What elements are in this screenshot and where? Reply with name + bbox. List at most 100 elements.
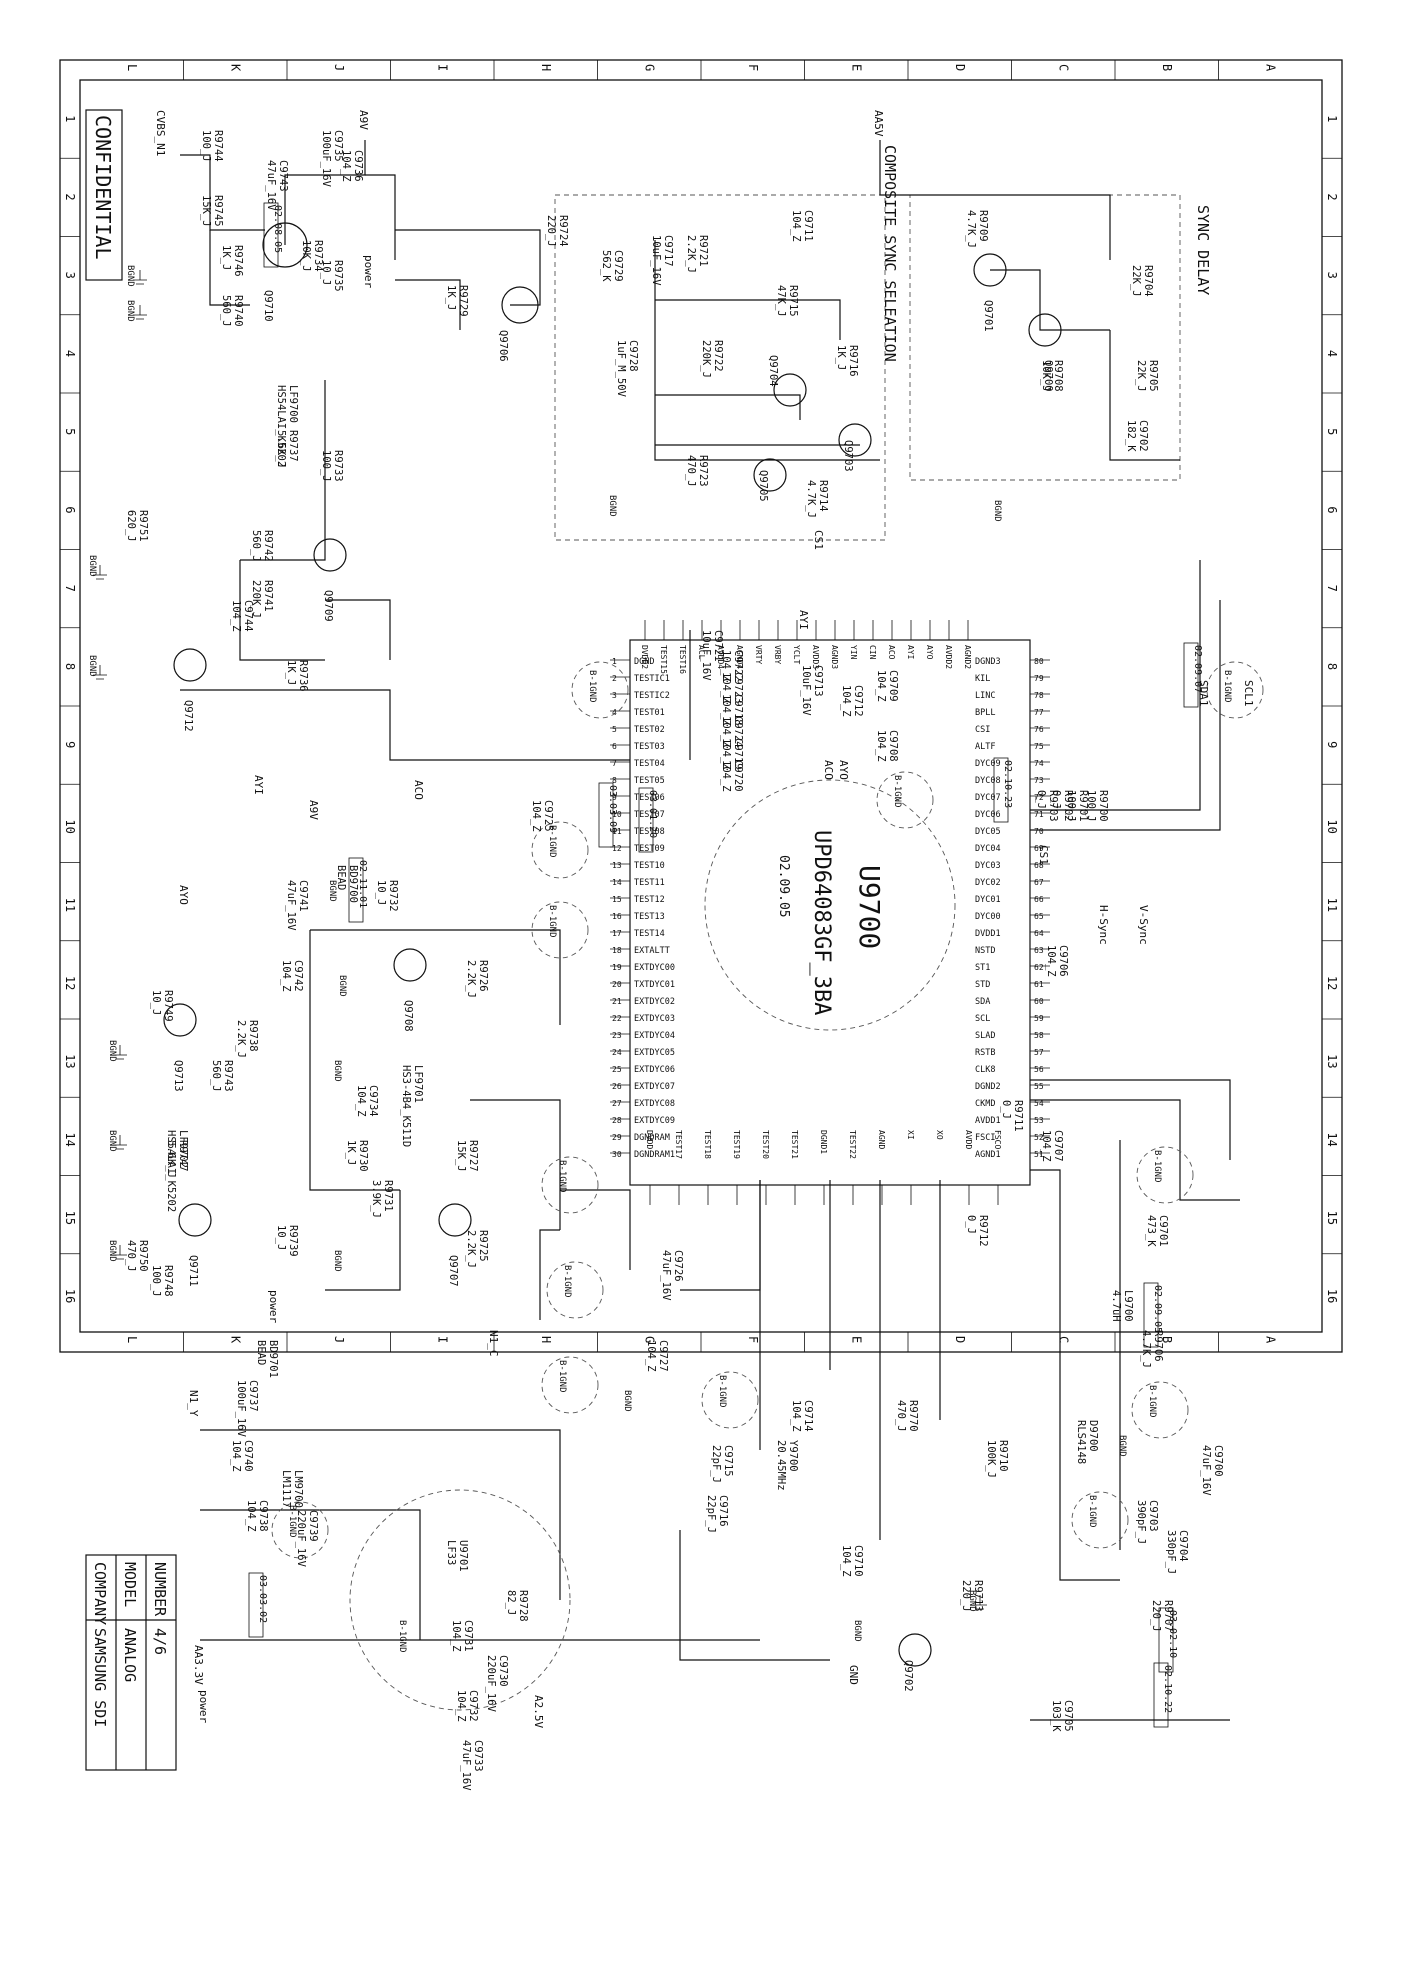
title-value: ANALOG	[121, 1628, 139, 1682]
component-ref: LM9700	[292, 1470, 304, 1508]
zone-row-left: 16	[63, 1289, 77, 1303]
net-a9v-mid: A9V	[307, 800, 320, 820]
ground-symbols	[93, 270, 987, 1610]
component-ref: C9707	[1052, 1130, 1064, 1162]
component-ref: C9734	[367, 1085, 379, 1117]
net-n1c: N1_C	[487, 1330, 500, 1357]
zone-col-top: J	[332, 64, 346, 71]
bgnd-tag: BGND	[332, 1060, 342, 1082]
component-ref: C9706	[1057, 945, 1069, 977]
component: Q9707	[447, 1255, 459, 1287]
ic-pin-number: 1	[612, 657, 617, 666]
ic-pin-number: 52	[1034, 1133, 1044, 1142]
component-value: HS54LAI_K5202	[165, 1130, 177, 1212]
component-ref: R9709	[977, 210, 989, 242]
zone-row-right: 13	[1325, 1054, 1339, 1068]
zone-col-top: C	[1056, 64, 1070, 71]
bgnd-tag: BGND	[125, 300, 135, 322]
component-value: 1K_J	[285, 660, 297, 685]
ic-pin-top: AGND4	[735, 645, 744, 669]
bgnd-tag: BGND	[107, 1240, 117, 1262]
component-ref: R9741	[262, 580, 274, 612]
ic-pin-left: EXTDYC05	[634, 1048, 675, 1058]
ic-pin-right: SLAD	[975, 1031, 995, 1041]
zone-row-right: 1	[1325, 115, 1339, 122]
component-ref: C9719	[732, 738, 744, 770]
ic-pin-left: EXTALTT	[634, 946, 670, 956]
zone-col-top: B	[1160, 64, 1174, 71]
net-ayi-left: AYI	[252, 775, 265, 795]
net-ayo-ic: AYO	[837, 760, 850, 780]
component-ref: R9705	[1147, 360, 1159, 392]
zone-row-right: 6	[1325, 506, 1339, 513]
component-ref: R9700	[1097, 790, 1109, 822]
bgnd-tag: BGND	[107, 1040, 117, 1062]
ic-pin-top: ACO	[887, 645, 896, 660]
ic-pin-right: CKMD	[975, 1099, 995, 1109]
component-value: BEAD	[255, 1340, 267, 1365]
component-ref: C9701	[1157, 1215, 1169, 1247]
net-ayi-ic: AYI	[797, 610, 810, 630]
component-ref: R9702	[1062, 790, 1074, 822]
ic-pin-number: 12	[612, 844, 622, 853]
component-value: 470_J	[895, 1400, 907, 1432]
ic-pin-left: TEST10	[634, 861, 665, 871]
ic-pin-number: 3	[612, 691, 617, 700]
component-ref: R9712	[977, 1215, 989, 1247]
net-sda1: SDA1	[1197, 680, 1210, 707]
component-ref: C9714	[802, 1400, 814, 1432]
net-aco: ACO	[412, 780, 425, 800]
ic-pin-bottom: TEST21	[790, 1130, 799, 1159]
component-value: 0_J	[965, 1215, 977, 1234]
component-ref: L9700	[1122, 1290, 1134, 1322]
ic-pin-number: 29	[612, 1133, 622, 1142]
component-value: 104_Z	[720, 760, 732, 792]
ic-pin-right: DVDD1	[975, 929, 1001, 939]
ic-pin-number: 21	[612, 997, 622, 1006]
component-ref: R9747	[177, 1140, 189, 1172]
component-value: 22K_J	[1130, 265, 1142, 297]
ic-pin-right: DYC06	[975, 810, 1001, 820]
component-value: 4.7K_J	[805, 480, 817, 518]
zone-col-bottom: L	[125, 1336, 139, 1343]
ic-pin-right: DYC03	[975, 861, 1001, 871]
eco-label: 02.10.22	[1162, 1665, 1173, 1713]
component-ref: R9724	[557, 215, 569, 247]
ic-pin-number: 19	[612, 963, 622, 972]
zone-col-bottom: D	[953, 1336, 967, 1343]
component-ref: LF9701	[412, 1065, 424, 1103]
ic-pin-number: 71	[1034, 810, 1044, 819]
component-ref: R9745	[212, 195, 224, 227]
bgnd-tag: BGND	[87, 555, 97, 577]
ic-pin-left: DGNDRAM	[634, 1133, 670, 1143]
ic-pin-right: DYC07	[975, 793, 1001, 803]
bgnd-tag: BGND	[852, 1620, 862, 1642]
ic-pin-left: TXTDYC01	[634, 980, 675, 990]
component-value: 103_K	[1050, 1700, 1062, 1732]
component-value: 473_K	[1145, 1215, 1157, 1247]
component: Q9710	[262, 290, 274, 322]
ic-pin-number: 30	[612, 1150, 622, 1159]
component-ref: R9750	[137, 1240, 149, 1272]
ic-pin-number: 18	[612, 946, 622, 955]
ic-pin-bottom: TEST20	[761, 1130, 770, 1159]
ic-pin-left: DGNDRAM1	[634, 1150, 675, 1160]
component-value: 100_J	[1085, 790, 1097, 822]
